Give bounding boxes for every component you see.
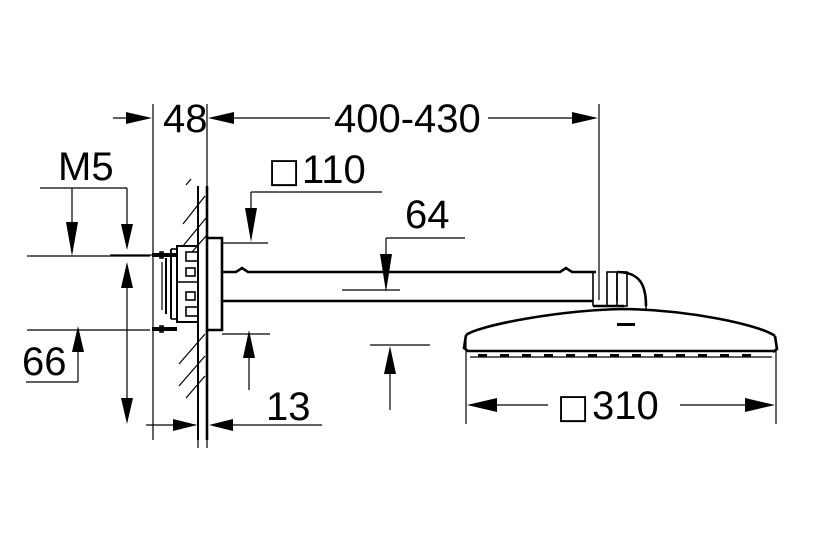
dim-label-110: 110 (302, 148, 366, 192)
arrow-66-lower-up (121, 398, 133, 424)
dim-label-66: 66 (22, 340, 67, 384)
flange-step-bottom (185, 306, 199, 317)
bolt-lower (152, 325, 177, 333)
elbow-curve (616, 270, 648, 307)
escutcheon-outline (207, 236, 224, 332)
wall-hatch-4 (178, 333, 206, 365)
arrow-head-height-up (384, 346, 396, 374)
m5-callout: M5 (27, 145, 150, 257)
arrow-66-upper-down (121, 262, 133, 288)
arrow-48-right (126, 112, 152, 124)
head-left-edge (462, 334, 469, 353)
head-top-profile (465, 307, 776, 338)
wall-section (178, 178, 209, 440)
callout-64: 64 (342, 193, 465, 292)
bolt-upper (110, 251, 177, 259)
bolt-upper-thread-tick (159, 251, 164, 259)
shower-arm (222, 266, 648, 310)
dim-label-48: 48 (163, 97, 208, 141)
flange-step-top (185, 251, 199, 262)
arrow-64-down (380, 254, 392, 292)
wall-hatch-3 (191, 235, 207, 253)
wall-hatch-1 (182, 195, 206, 225)
dim-310-group: □ 310 (465, 335, 777, 428)
dim-66-group: 66 (22, 262, 150, 424)
arrow-13-up (243, 330, 255, 358)
square-symbol-310: □ (557, 387, 589, 427)
arrow-400-left (208, 112, 234, 124)
arrow-66-up (72, 326, 84, 352)
wall-hatch-0 (185, 178, 192, 186)
flange-body (176, 245, 199, 323)
m5-arrow-right-upper (121, 224, 133, 250)
head-brand-mark (617, 323, 635, 326)
dim-label-400-430: 400-430 (334, 97, 481, 141)
wall-hatch-5 (178, 355, 206, 387)
wall-hatch-2 (182, 217, 207, 247)
bolt-upper-shank (152, 253, 177, 257)
dim-label-m5: M5 (58, 145, 114, 189)
m5-arrow-left (66, 222, 78, 256)
head-height-reference (370, 344, 430, 410)
arrow-13-right (173, 419, 197, 431)
dim-13-group: 13 (146, 330, 322, 448)
arrow-400-right (572, 112, 598, 124)
arrow-110-down (245, 208, 257, 242)
dim-label-310: 310 (592, 384, 659, 428)
arm-top-edge (222, 266, 596, 274)
head-nozzle-row (478, 354, 751, 357)
bolt-lower-shank (152, 327, 177, 331)
top-dimension-band: 48 400-430 (113, 97, 600, 440)
flange-notch-upper (185, 267, 196, 277)
arrow-310-right (745, 398, 775, 412)
callout-110: □ 110 (222, 148, 382, 244)
wall-hatch-6 (185, 375, 206, 399)
dim-label-13: 13 (266, 385, 311, 429)
wall-mount-assembly (110, 236, 224, 333)
shower-head (462, 271, 779, 358)
arrow-13-left (209, 419, 233, 431)
arrow-310-left (467, 398, 497, 412)
square-symbol-110: □ (268, 151, 300, 191)
flange-notch-lower (185, 291, 196, 301)
bolt-lower-thread-tick (159, 325, 164, 333)
dim-label-64: 64 (405, 193, 450, 237)
